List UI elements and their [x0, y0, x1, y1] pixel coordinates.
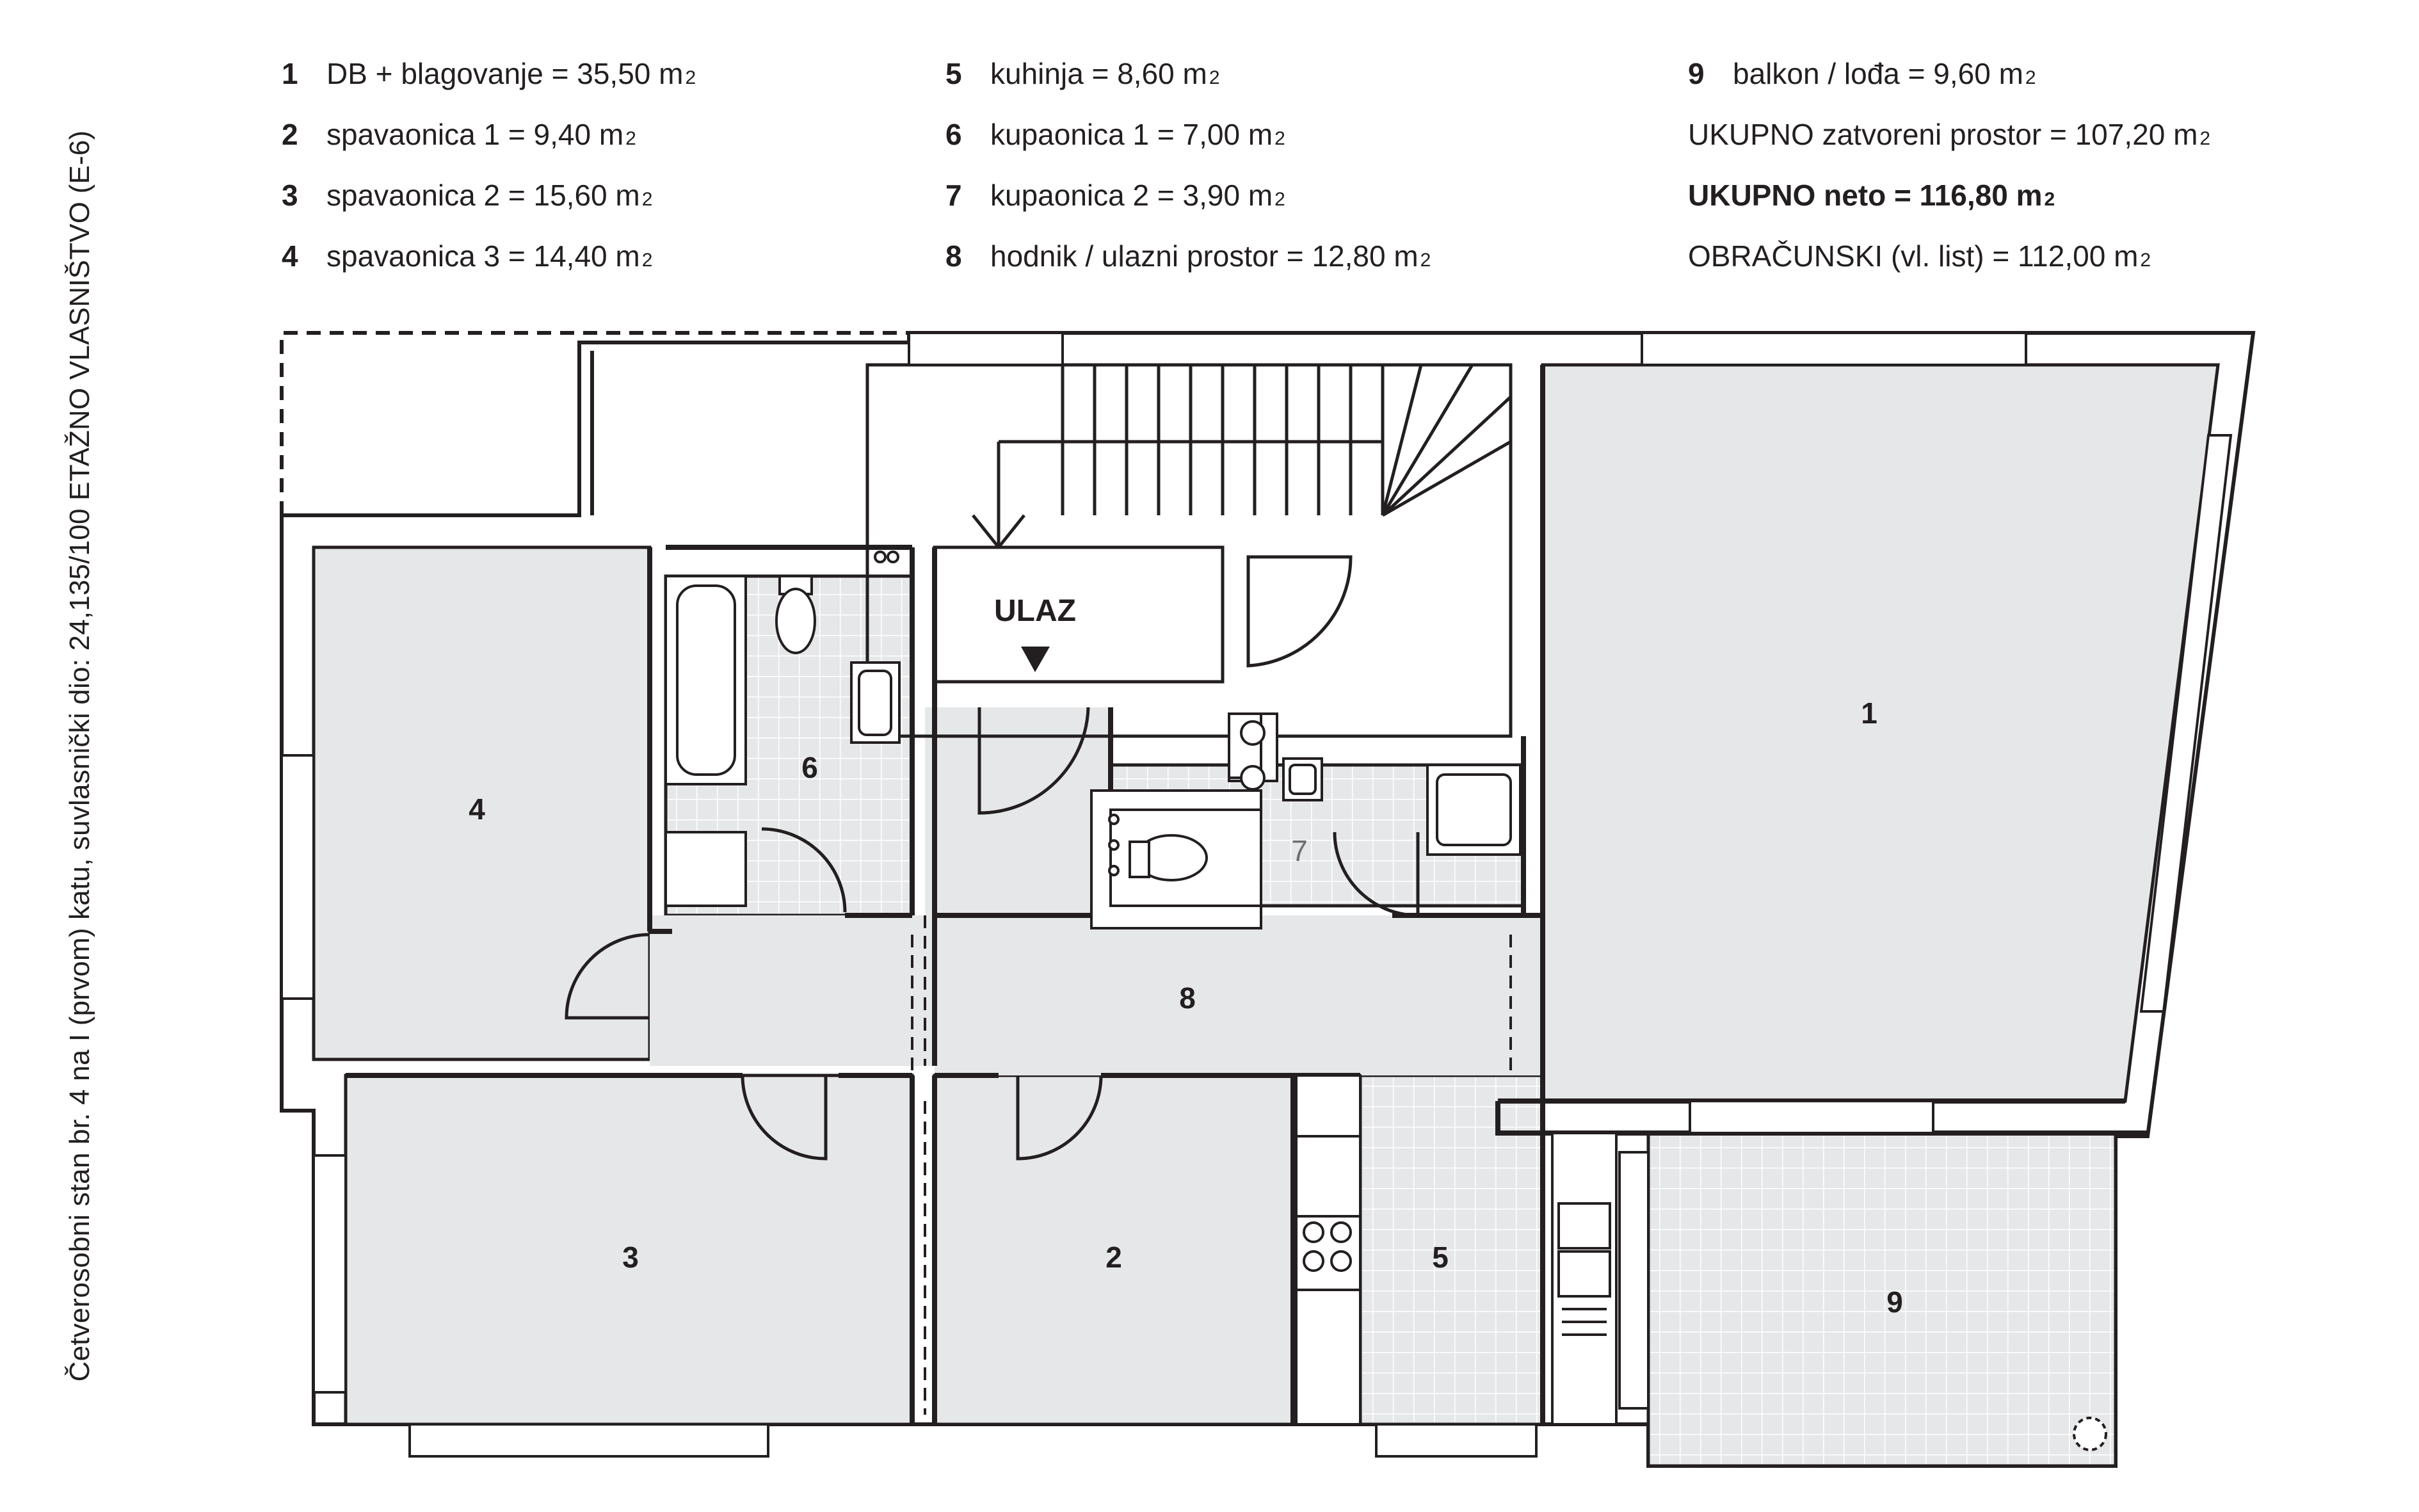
legend-text: spavaonica 2 = 15,60 m: [326, 179, 640, 212]
legend-text: kupaonica 2 = 3,90 m: [990, 179, 1273, 212]
legend-text: spavaonica 3 = 14,40 m: [326, 239, 640, 273]
room-5-fill: [1358, 1074, 1545, 1426]
legend-text: hodnik / ulazni prostor = 12,80 m: [990, 239, 1418, 273]
legend-text: DB + blagovanje = 35,50 m: [326, 57, 684, 90]
stairwell: [865, 363, 1513, 738]
room-label-2: 2: [1105, 1241, 1122, 1274]
room-label-8: 8: [1179, 981, 1196, 1015]
room-label-1: 1: [1861, 696, 1877, 730]
windows: [280, 332, 2233, 1458]
entrance-label: ULAZ: [994, 594, 1076, 628]
room-9-fill: [1646, 1131, 2118, 1468]
legend-number: 1: [282, 57, 298, 90]
legend-text: kupaonica 1 = 7,00 m: [990, 118, 1273, 151]
kitchen-fixtures: [1295, 1074, 2107, 1451]
legend-number: 4: [282, 239, 298, 273]
legend-number: 9: [1688, 57, 1705, 90]
room-2-fill: [933, 1074, 1295, 1426]
bathroom-6-fixtures: [664, 551, 901, 907]
legend-text: UKUPNO neto = 116,80 m: [1688, 179, 2043, 212]
legend-number: 6: [945, 118, 962, 151]
legend-number: 2: [282, 118, 298, 151]
terrace-outline: [280, 331, 909, 515]
room-4-fill: [312, 545, 652, 1061]
room-label-9: 9: [1886, 1285, 1903, 1319]
entrance-arrow-icon: [1021, 647, 1050, 672]
room-label-6: 6: [801, 751, 818, 784]
room-label-5: 5: [1432, 1241, 1449, 1274]
legend-number: 5: [945, 57, 962, 90]
legend-number: 8: [945, 239, 962, 273]
room-label-7: 7: [1291, 834, 1308, 867]
legend-text: balkon / lođa = 9,60 m: [1733, 57, 2023, 90]
door-swings: [565, 555, 1420, 1161]
bathroom-7-fixtures: [1090, 712, 1522, 929]
room-label-4: 4: [469, 792, 485, 826]
legend-text: OBRAČUNSKI (vl. list) = 112,00 m: [1688, 239, 2139, 273]
room-label-3: 3: [622, 1241, 639, 1274]
legend-number: 7: [945, 179, 962, 212]
room-1-fill: [1541, 363, 2220, 1103]
balcony-rail: [577, 342, 594, 515]
legend-text: kuhinja = 8,60 m: [990, 57, 1207, 90]
legend-number: 3: [282, 179, 298, 212]
legend-text: spavaonica 1 = 9,40 m: [326, 118, 624, 151]
legend-text: UKUPNO zatvoreni prostor = 107,20 m: [1688, 118, 2198, 151]
